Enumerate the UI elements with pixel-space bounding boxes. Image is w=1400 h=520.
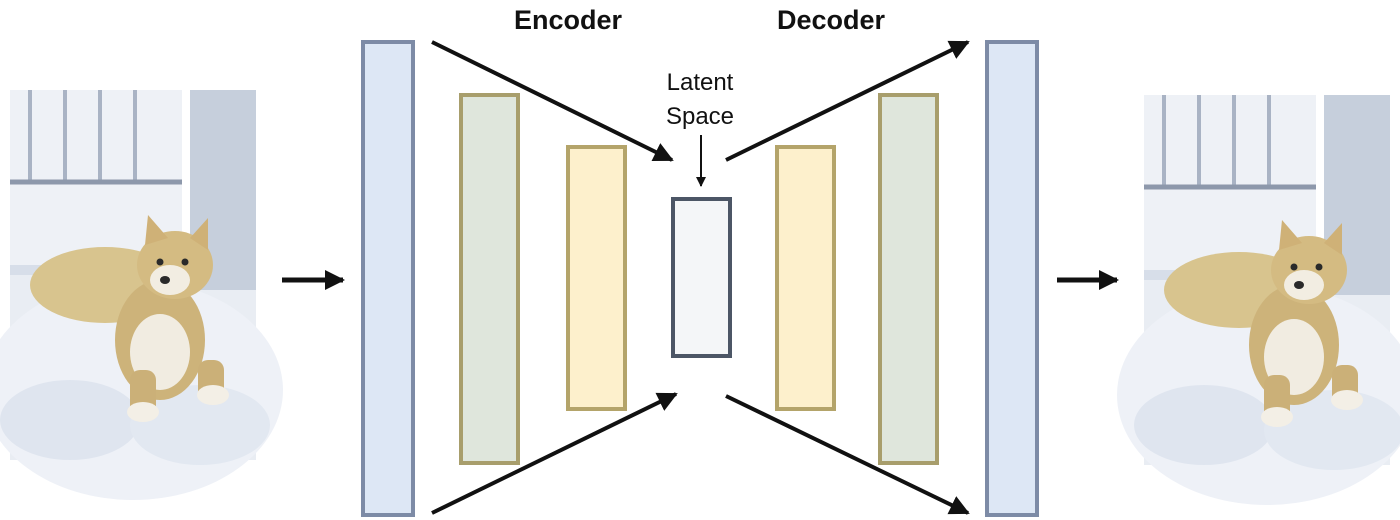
decoder-layer-3 bbox=[775, 145, 836, 411]
decoder-layer-2 bbox=[878, 93, 939, 465]
input-image bbox=[0, 90, 283, 500]
encoder-layer-2 bbox=[459, 93, 520, 465]
decoder-layer-1 bbox=[985, 40, 1039, 517]
shiba-inu-photo-icon bbox=[0, 90, 283, 500]
encoder-bottom-arrow bbox=[431, 392, 678, 515]
decoder-label: Decoder bbox=[777, 5, 886, 35]
shiba-inu-photo-icon bbox=[1117, 95, 1400, 505]
decoder-bottom-arrow bbox=[725, 394, 970, 515]
output-image bbox=[1117, 95, 1400, 505]
encoder-label: Encoder bbox=[514, 5, 623, 35]
encoder-layer-1 bbox=[361, 40, 415, 517]
latent-space-box bbox=[671, 197, 732, 358]
encoder-top-arrow bbox=[431, 40, 674, 162]
latent-label-line1: Latent bbox=[667, 69, 734, 96]
decoder-top-arrow bbox=[725, 40, 970, 162]
latent-label-line2: Space bbox=[666, 103, 734, 130]
encoder-layer-3 bbox=[566, 145, 627, 411]
